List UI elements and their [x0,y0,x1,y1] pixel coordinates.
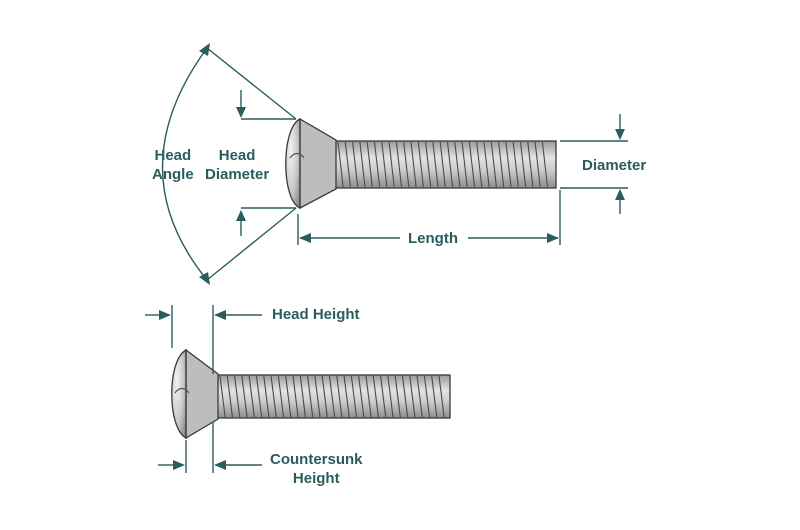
thread-line [299,375,306,418]
top-screw-threads [337,141,549,188]
thread-line [366,141,373,188]
thread-line [358,375,365,418]
thread-line [401,375,409,418]
arrow-head-angle-top [199,43,210,56]
thread-line [321,375,328,418]
head-height-label: Head Height [272,306,360,323]
thread-line [219,375,226,418]
arrow-head-height-left [159,310,171,320]
thread-line [373,141,381,188]
thread-line [307,375,314,418]
thread-line [292,375,299,418]
head-diameter-label-line2: Diameter [205,166,270,183]
thread-line [439,141,446,188]
thread-line [454,141,461,188]
thread-line [483,141,490,188]
thread-line [505,141,512,188]
thread-line [388,141,395,188]
head-diameter-label: Head Diameter [205,146,269,184]
diameter-dimension [560,114,628,214]
bottom-screw-head [171,348,187,440]
thread-line [314,375,321,418]
thread-line [468,141,476,188]
head-angle-label-line1: Head [154,147,192,164]
head-diameter-label-line1: Head [218,147,256,164]
arrow-diameter-bottom [615,189,625,200]
head-angle-label-line2: Angle [152,166,194,183]
head-angle-dimension [161,43,297,285]
thread-line [285,375,292,418]
thread-line [352,141,359,188]
thread-line [226,375,233,418]
arrow-length-left [299,233,311,243]
thread-line [476,141,483,188]
thread-line [270,375,277,418]
thread-line [248,375,255,418]
thread-line [372,375,379,418]
thread-line [403,141,410,188]
length-label: Length [408,230,458,247]
arrow-head-height-right [214,310,226,320]
thread-line [328,375,336,418]
thread-line [432,141,439,188]
thread-line [446,141,454,188]
top-screw [285,117,557,210]
arrow-countersunk-left [173,460,185,470]
countersunk-height-label-line2: Height [292,470,340,487]
thread-line [343,375,350,418]
thread-line [234,375,241,418]
arrow-head-diameter-bottom [236,210,246,221]
thread-line [255,375,263,418]
thread-line [498,141,505,188]
arrow-diameter-top [615,129,625,140]
thread-line [394,375,401,418]
thread-line [534,141,541,188]
thread-line [519,141,527,188]
thread-line [438,375,445,418]
thread-line [490,141,497,188]
length-dimension [297,190,561,245]
arrow-countersunk-right [214,460,226,470]
thread-line [337,141,344,188]
thread-line [431,375,438,418]
thread-line [512,141,519,188]
thread-line [344,141,351,188]
thread-line [416,375,423,418]
countersunk-height-dimension [158,422,262,473]
head-height-dimension [145,305,262,374]
thread-line [461,141,468,188]
thread-line [380,375,387,418]
top-screw-countersink [299,117,337,210]
thread-line [527,141,534,188]
thread-line [425,141,432,188]
head-diameter-dimension [236,90,296,236]
countersunk-height-label: Countersunk Height [270,450,363,488]
countersunk-height-label-line1: Countersunk [270,451,363,468]
arrow-head-diameter-top [236,107,246,118]
thread-line [241,375,248,418]
bottom-screw-threads [219,375,445,418]
diameter-label: Diameter [582,157,647,174]
bottom-screw [171,348,451,440]
thread-line [387,375,394,418]
thread-line [381,141,388,188]
thread-line [417,141,424,188]
thread-line [277,375,285,418]
thread-line [336,375,343,418]
arrow-head-angle-bottom [199,272,210,285]
thread-line [365,375,372,418]
thread-line [359,141,366,188]
thread-line [350,375,358,418]
head-angle-label: Head Angle [152,146,194,184]
thread-line [423,375,431,418]
thread-line [395,141,403,188]
thread-line [541,141,549,188]
top-screw-head [285,117,301,209]
arrow-length-right [547,233,559,243]
thread-line [263,375,270,418]
thread-line [409,375,416,418]
thread-line [410,141,417,188]
